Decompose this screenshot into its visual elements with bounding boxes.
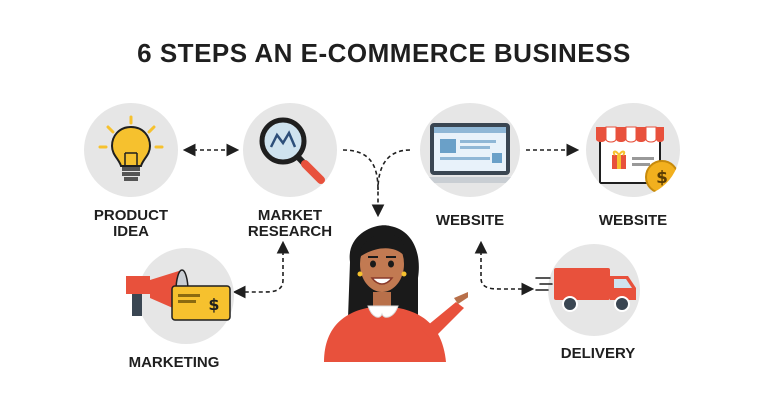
label-website-store: WEBSITE [598, 212, 668, 229]
label-marketing: MARKETING [128, 354, 220, 371]
label-delivery: DELIVERY [560, 345, 636, 362]
label-website: WEBSITE [435, 212, 505, 229]
step-website [420, 103, 520, 197]
step-market-research [243, 103, 337, 197]
arrow-website-to-person [377, 149, 411, 191]
label-market-research: MARKET RESEARCH [247, 207, 333, 240]
magnifier-icon [259, 117, 325, 184]
megaphone-icon: $ [126, 269, 231, 321]
person-pointing-illustration [324, 225, 468, 362]
step-website-store: $ [586, 103, 680, 197]
page-title: 6 STEPS AN E-COMMERCE BUSINESS [137, 38, 631, 68]
step-product-idea [84, 103, 178, 197]
lightbulb-icon [98, 115, 164, 181]
label-product-idea: PRODUCT IDEA [93, 207, 169, 240]
laptop-icon [422, 123, 518, 183]
svg-text:$: $ [656, 168, 668, 188]
truck-icon [535, 268, 636, 312]
svg-text:$: $ [208, 295, 219, 314]
arrow-research-marketing [232, 240, 290, 299]
dollar-coin-icon: $ [645, 160, 679, 194]
arrow-research-to-person [342, 149, 385, 218]
arrow-website-delivery [474, 240, 535, 296]
